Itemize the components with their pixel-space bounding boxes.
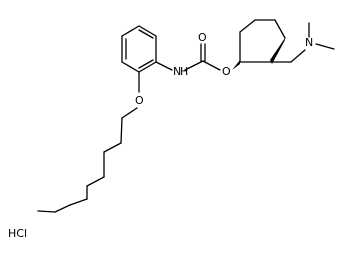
octyloxy-chain [37,71,140,213]
dimethylaminomethyl-group [269,22,335,63]
benzene-ring [121,25,157,73]
atom-label-amide-hydrogen: H [180,65,188,78]
carbamate-group [155,43,221,71]
stereo-wedge-chain [270,38,285,64]
salt-label: HCl [8,227,27,240]
atom-label-ester-oxygen: O [222,65,231,78]
atom-label-ether-oxygen: O [135,94,144,107]
atom-label-amine-nitrogen: N [305,36,313,49]
atom-label-carbonyl-oxygen: O [198,31,207,44]
atom-label-amide-nitrogen: N [173,65,181,78]
cyclohexane-ring [232,19,286,70]
stereo-wedge-oxygen [232,60,240,70]
